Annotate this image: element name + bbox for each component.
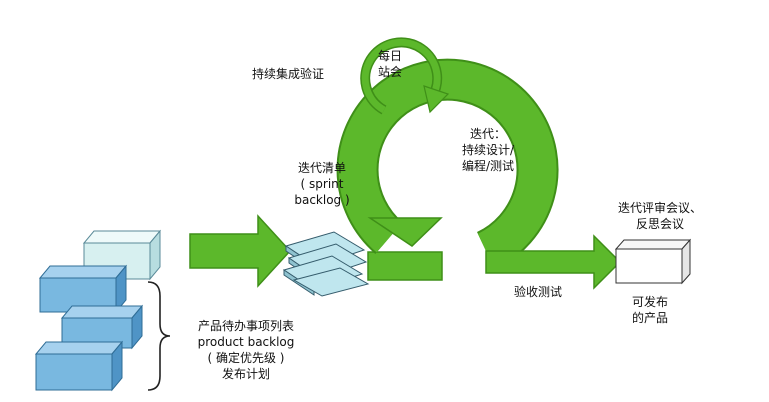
arrow-to-product <box>485 234 622 290</box>
daily-standup-arrowhead <box>423 85 450 114</box>
product-backlog-line1: 产品待办事项列表 <box>197 319 294 333</box>
continuous-integration-label: 持续集成验证 <box>252 67 325 81</box>
iteration-line1: 迭代： <box>469 127 506 141</box>
iteration-cycle-arrowhead <box>367 217 443 247</box>
backlog-block-3 <box>34 340 124 392</box>
product-backlog-brace <box>147 281 171 391</box>
releasable-product-box <box>614 238 692 285</box>
product-backlog-line4: 发布计划 <box>221 367 270 381</box>
iteration-line3: 编程/测试 <box>461 159 515 173</box>
product-backlog-line3: ( 确定优先级 ) <box>207 351 285 365</box>
daily-standup-line2: 站会 <box>377 65 402 79</box>
review-line2: 反思会议 <box>635 217 684 231</box>
daily-standup-label: 每日 站会 <box>372 48 408 80</box>
releasable-line1: 可发布 <box>631 295 668 309</box>
sprint-backlog-label: 迭代清单 ( sprint backlog ) <box>282 160 362 208</box>
review-line1: 迭代评审会议、 <box>617 201 702 215</box>
arrow-to-sprint-backlog <box>189 214 292 288</box>
review-meeting-label: 迭代评审会议、 反思会议 <box>604 200 716 232</box>
sprint-backlog-stack <box>282 231 370 297</box>
acceptance-test-label: 验收测试 <box>514 285 563 299</box>
sprint-entry-bar <box>367 251 443 281</box>
sprint-backlog-line3: backlog ) <box>294 193 350 207</box>
iteration-label: 迭代： 持续设计/ 编程/测试 <box>440 126 536 174</box>
sprint-backlog-line2: ( sprint <box>300 177 344 191</box>
sprint-backlog-line1: 迭代清单 <box>297 161 346 175</box>
product-backlog-label: 产品待办事项列表 product backlog ( 确定优先级 ) 发布计划 <box>176 318 316 382</box>
daily-standup-line1: 每日 <box>377 49 402 63</box>
backlog-block-1 <box>38 264 128 314</box>
product-backlog-blocks <box>34 229 162 392</box>
releasable-product-label: 可发布 的产品 <box>622 294 678 326</box>
iteration-line2: 持续设计/ <box>461 143 515 157</box>
product-backlog-line2: product backlog <box>197 335 295 349</box>
releasable-line2: 的产品 <box>631 311 668 325</box>
